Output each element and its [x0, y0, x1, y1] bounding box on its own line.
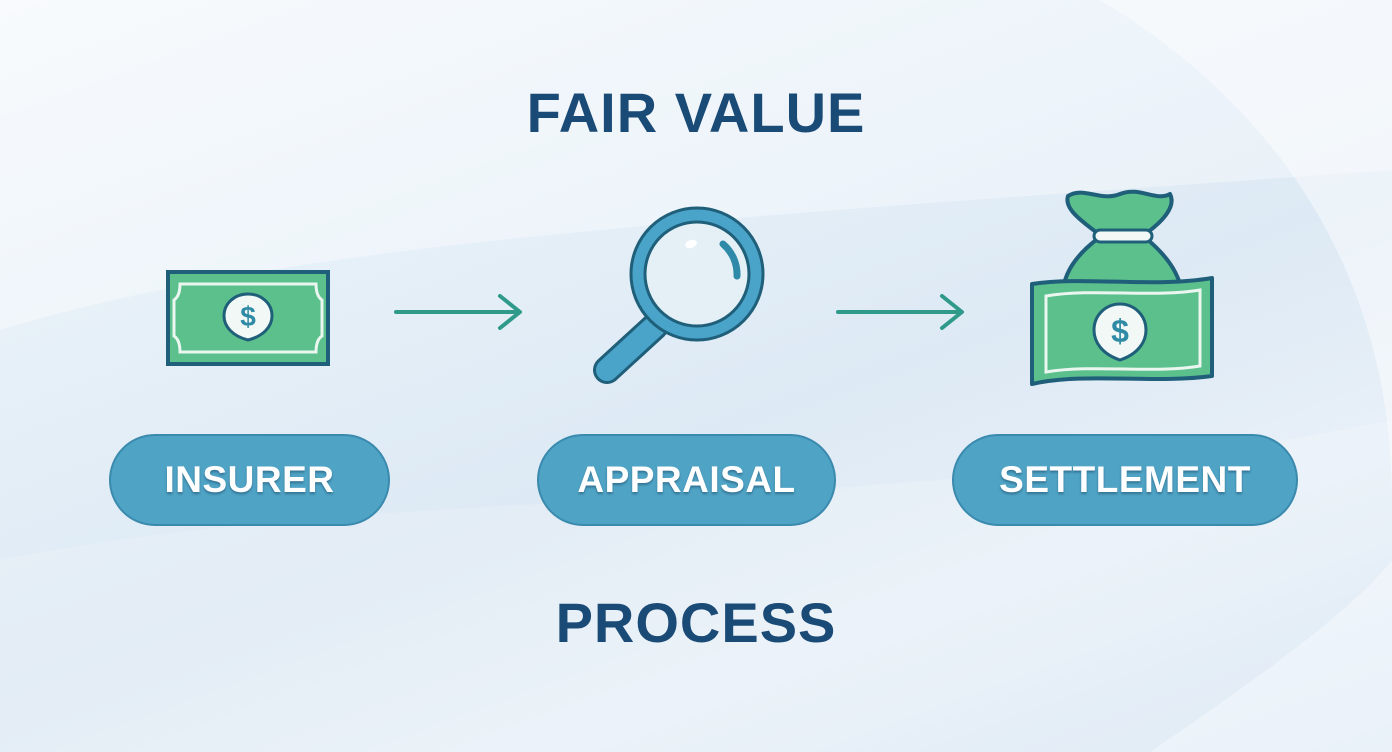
title-process: PROCESS — [555, 591, 837, 654]
money-bag-icon: $ — [1030, 189, 1214, 386]
step-appraisal-label: APPRAISAL — [577, 459, 796, 500]
svg-text:$: $ — [240, 301, 256, 332]
step-settlement-label: SETTLEMENT — [999, 459, 1251, 500]
title-fair-value: FAIR VALUE — [526, 81, 866, 144]
step-settlement-pill: SETTLEMENT — [952, 434, 1298, 526]
magnifying-glass-icon — [593, 206, 765, 384]
step-appraisal-pill: APPRAISAL — [537, 434, 836, 526]
step-insurer-label: INSURER — [164, 459, 335, 500]
arrow-right-icon — [836, 294, 964, 330]
svg-text:$: $ — [1111, 313, 1129, 349]
arrow-right-icon — [394, 294, 522, 330]
step-insurer-pill: INSURER — [109, 434, 390, 526]
dollar-bill-icon: $ — [166, 270, 330, 366]
